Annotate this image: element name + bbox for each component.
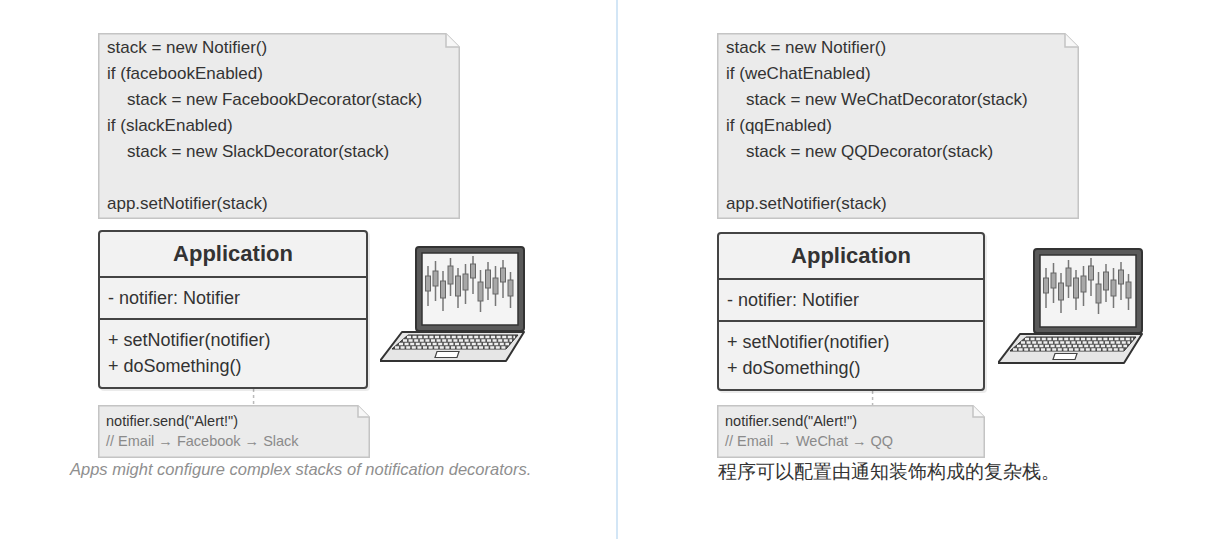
note-shape <box>99 406 370 458</box>
code-line: if (qqEnabled) <box>726 113 1067 139</box>
code-line: stack = new Notifier() <box>726 35 1067 61</box>
note-fold <box>1065 34 1078 47</box>
figure-caption: Apps might configure complex stacks of n… <box>70 458 531 480</box>
figure-caption: 程序可以配置由通知装饰构成的复杂栈。 <box>718 459 1060 483</box>
laptop-illustration <box>998 249 1142 363</box>
code-line: stack = new Notifier() <box>107 35 448 61</box>
class-method: + setNotifier(notifier) <box>719 320 983 355</box>
note-connector <box>253 389 255 405</box>
note-text: notifier.send("Alert!") <box>106 411 354 431</box>
code-line: app.setNotifier(stack) <box>107 191 448 217</box>
code-note: stack = new Notifier()if (weChatEnabled)… <box>717 33 1079 219</box>
note-text: notifier.send("Alert!") <box>725 411 969 431</box>
class-name: Application <box>100 232 366 276</box>
code-line: stack = new WeChatDecorator(stack) <box>726 87 1067 113</box>
code-line: stack = new QQDecorator(stack) <box>726 139 1067 165</box>
class-box: Application- notifier: Notifier+ setNoti… <box>98 230 368 389</box>
note-shape <box>99 34 460 219</box>
class-method: + doSomething() <box>100 353 366 387</box>
code-note: stack = new Notifier()if (facebookEnable… <box>98 33 460 219</box>
code-line: if (weChatEnabled) <box>726 61 1067 87</box>
class-field: - notifier: Notifier <box>100 276 366 318</box>
laptop-illustration <box>380 247 524 361</box>
note-fold <box>446 34 459 47</box>
panel-divider <box>616 0 618 539</box>
note-shape <box>718 406 985 458</box>
class-field: - notifier: Notifier <box>719 278 983 320</box>
code-line: if (slackEnabled) <box>107 113 448 139</box>
code-line: stack = new FacebookDecorator(stack) <box>107 87 448 113</box>
class-method: + doSomething() <box>719 355 983 389</box>
code-line: stack = new SlackDecorator(stack) <box>107 139 448 165</box>
note-outline <box>98 405 370 458</box>
note-outline <box>717 405 985 458</box>
class-box: Application- notifier: Notifier+ setNoti… <box>717 232 985 391</box>
code-line: if (facebookEnabled) <box>107 61 448 87</box>
note-fold <box>973 406 984 417</box>
class-method: + setNotifier(notifier) <box>100 318 366 353</box>
class-name: Application <box>719 234 983 278</box>
code-line: app.setNotifier(stack) <box>726 191 1067 217</box>
note-comment: // Email → WeChat → QQ <box>725 431 969 451</box>
note-fold <box>358 406 369 417</box>
note-comment: // Email → Facebook → Slack <box>106 431 354 451</box>
note-connector <box>872 391 874 405</box>
note-box: notifier.send("Alert!")// Email → WeChat… <box>717 405 985 458</box>
note-box: notifier.send("Alert!")// Email → Facebo… <box>98 405 370 458</box>
note-shape <box>718 34 1079 219</box>
